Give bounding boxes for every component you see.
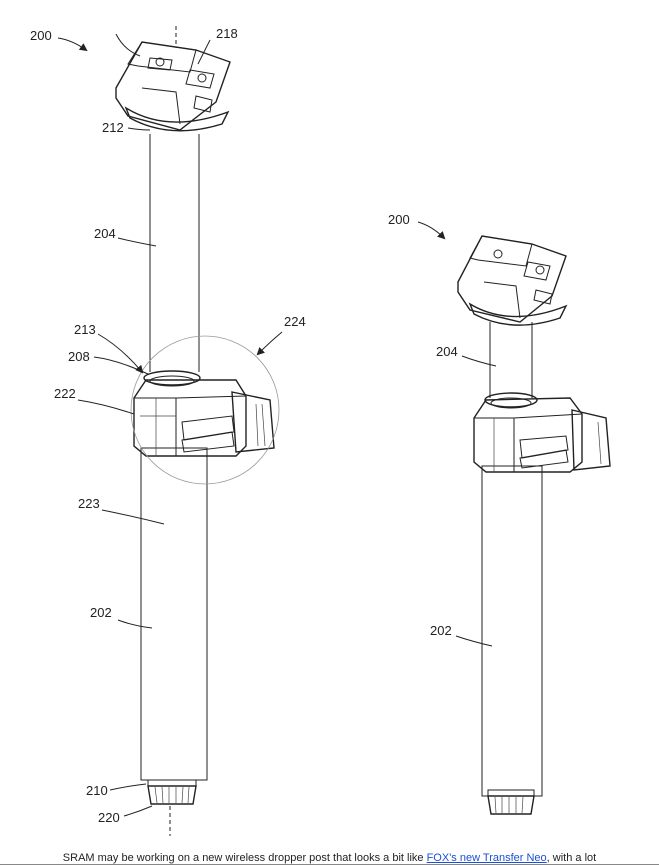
label-212: 212 — [102, 120, 124, 135]
label-218: 218 — [216, 26, 238, 41]
dropper-post-right — [457, 235, 611, 815]
saddle-clamp-right — [457, 235, 568, 326]
lower-tube-202 — [140, 447, 208, 781]
label-213: 213 — [74, 322, 96, 337]
dropper-post-left — [115, 26, 280, 836]
label-220: 220 — [98, 810, 120, 825]
label-224: 224 — [284, 314, 306, 329]
article-caption: SRAM may be working on a new wireless dr… — [0, 851, 659, 865]
detail-circle-224 — [130, 335, 280, 485]
label-200-right: 200 — [388, 212, 410, 227]
transfer-neo-link[interactable]: FOX's new Transfer Neo — [426, 852, 547, 864]
label-200-left: 200 — [30, 28, 52, 43]
label-208: 208 — [68, 349, 90, 364]
leader-lines — [57, 33, 497, 817]
label-204-left: 204 — [94, 226, 116, 241]
lower-tube-202-right — [481, 465, 543, 797]
reference-numerals: 200 218 212 204 213 208 222 224 223 202 … — [30, 26, 458, 825]
label-210: 210 — [86, 783, 108, 798]
caption-text-start: SRAM may be working on a new wireless dr… — [62, 852, 427, 864]
label-222: 222 — [54, 386, 76, 401]
caption-text-end: , with a lot — [546, 852, 597, 864]
label-204-right: 204 — [436, 344, 458, 359]
label-202-right: 202 — [430, 623, 452, 638]
label-202-left: 202 — [90, 605, 112, 620]
label-223: 223 — [78, 496, 100, 511]
actuator-housing-222 — [133, 379, 275, 457]
saddle-clamp-left — [115, 26, 231, 132]
